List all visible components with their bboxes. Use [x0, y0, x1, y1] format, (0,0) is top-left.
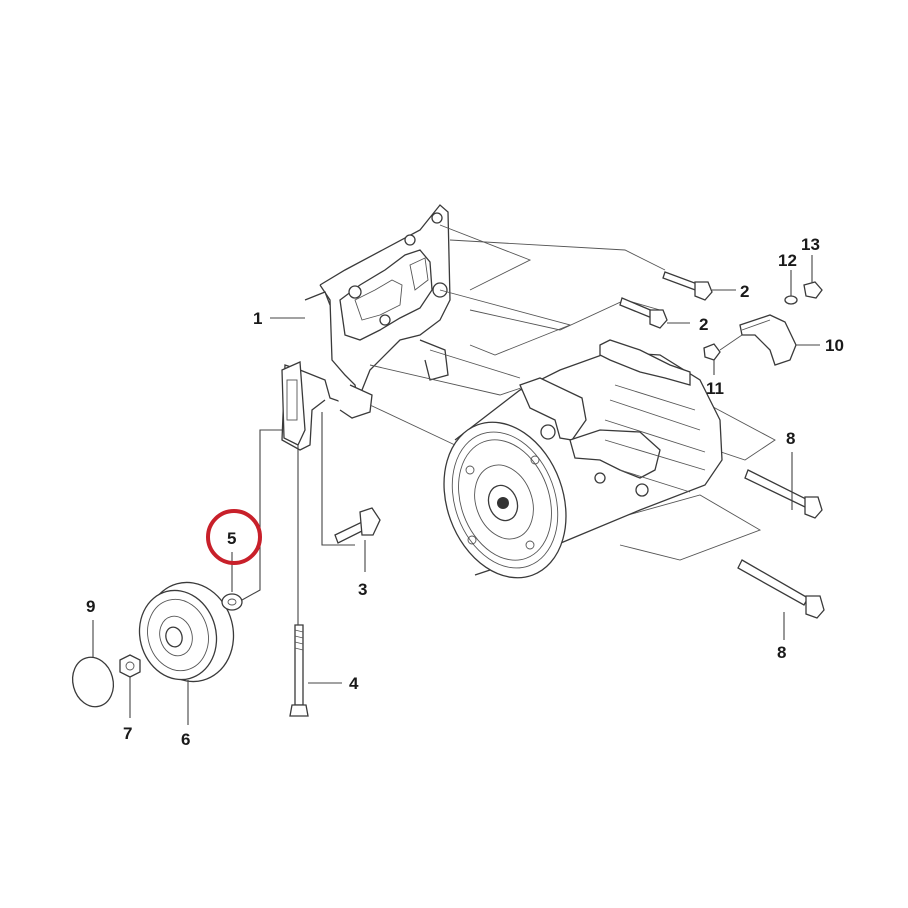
callout-4: 4 [349, 674, 359, 693]
washer-12 [784, 295, 798, 305]
callout-8-lower: 8 [777, 643, 786, 662]
spacer-5 [221, 593, 243, 611]
ac-compressor [443, 339, 723, 579]
nut-11 [703, 334, 743, 361]
callout-1: 1 [253, 309, 262, 328]
leader-lines [92, 255, 820, 725]
callout-3: 3 [358, 580, 367, 599]
idler-pulley-6 [138, 581, 235, 683]
highlight-circle [206, 509, 262, 565]
callout-8-upper: 8 [786, 429, 795, 448]
alignment-planes [369, 224, 776, 561]
nut-13 [803, 281, 823, 299]
callout-11: 11 [706, 379, 724, 398]
bolt-8-lower [737, 559, 825, 619]
bolt-3 [334, 507, 381, 544]
bolt-2-upper [662, 271, 713, 301]
callout-13: 13 [801, 235, 820, 254]
callout-2-upper: 2 [740, 282, 749, 301]
bracket-10 [739, 314, 797, 366]
bolt-8-upper [744, 469, 823, 519]
callout-7: 7 [123, 724, 132, 743]
callout-labels: 1 2 2 3 4 5 6 7 8 8 9 10 11 12 13 [86, 235, 844, 749]
cap-9 [71, 656, 115, 708]
callout-6: 6 [181, 730, 190, 749]
mounting-bracket [281, 204, 451, 451]
nut-7 [119, 654, 141, 678]
callout-5: 5 [227, 529, 236, 548]
bolt-4 [289, 624, 309, 717]
callout-9: 9 [86, 597, 95, 616]
callout-12: 12 [778, 251, 797, 270]
callout-2-lower: 2 [699, 315, 708, 334]
callout-10: 10 [825, 336, 844, 355]
bolt-2-lower [619, 297, 668, 329]
